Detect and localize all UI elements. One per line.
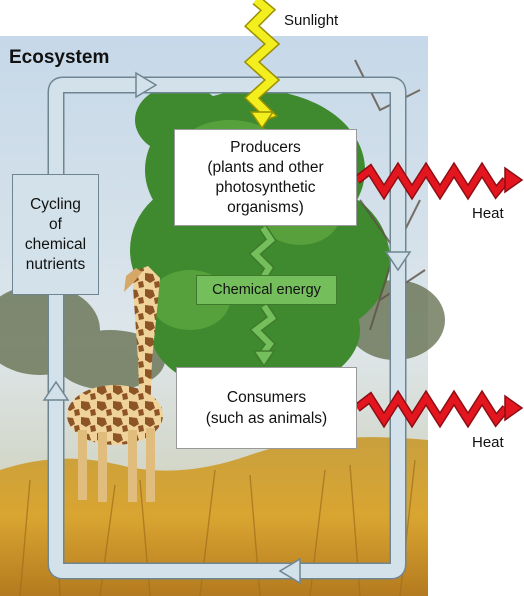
cycle-arrow-top bbox=[135, 71, 158, 99]
diagram-title: Ecosystem bbox=[9, 47, 110, 68]
nutrient-cycling-node: Cycling of chemical nutrients bbox=[12, 174, 99, 295]
photo-background bbox=[0, 36, 445, 596]
energy-arrow-lower bbox=[249, 303, 279, 368]
producers-node: Producers (plants and other photosynthet… bbox=[174, 129, 357, 226]
sunlight-arrow bbox=[243, 0, 281, 130]
nutrient-cycling-label: Cycling of chemical nutrients bbox=[24, 195, 87, 273]
giraffe-figure bbox=[67, 266, 163, 502]
heat-arrow-producers bbox=[354, 161, 524, 201]
sunlight-label: Sunlight bbox=[284, 12, 339, 29]
cycle-arrow-bottom bbox=[278, 557, 301, 585]
cycle-arrow-right bbox=[384, 251, 412, 272]
heat-label-producers: Heat bbox=[472, 205, 504, 222]
producers-label: Producers (plants and other photosynthet… bbox=[207, 138, 324, 216]
consumers-node: Consumers (such as animals) bbox=[176, 367, 357, 449]
nutrient-cycle-loop bbox=[47, 76, 407, 580]
cycle-arrow-left bbox=[42, 380, 70, 401]
chemical-energy-label: Chemical energy bbox=[212, 282, 321, 298]
heat-label-consumers: Heat bbox=[472, 434, 504, 451]
energy-arrow-upper bbox=[248, 225, 277, 279]
chemical-energy-node: Chemical energy bbox=[196, 275, 337, 305]
consumers-label: Consumers (such as animals) bbox=[205, 389, 328, 427]
heat-arrow-consumers bbox=[354, 389, 524, 429]
